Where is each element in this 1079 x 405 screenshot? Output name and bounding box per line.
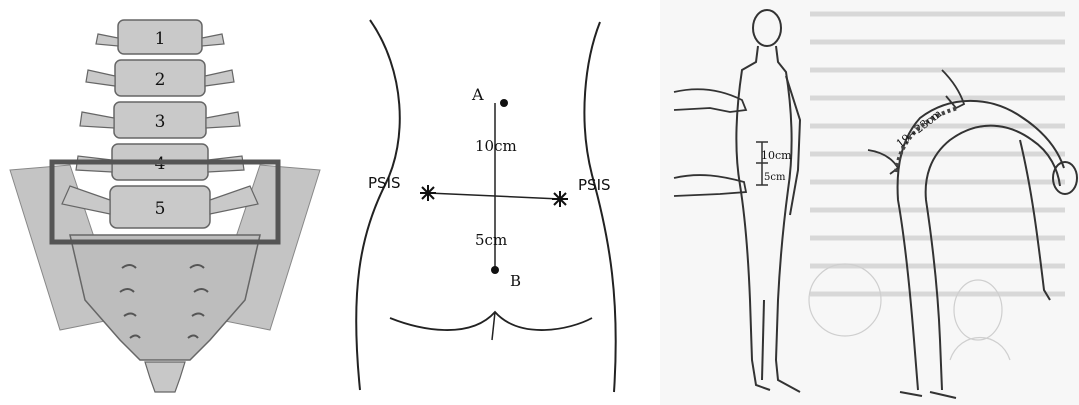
standing-figure [736, 10, 800, 392]
right-psis-label: PSIS [578, 176, 611, 194]
vertebra-label-l2: 2 [155, 70, 166, 90]
flexion-range-label: 19~23cm [894, 107, 945, 151]
left-psis-marker [420, 185, 436, 201]
lower-back-drawing: A B PSIS PSIS 10cm 5cm [330, 0, 660, 405]
point-a-marker [500, 99, 508, 107]
psis-line [428, 193, 560, 199]
standing-lower-distance: 5cm [764, 172, 786, 183]
point-b-label: B [510, 272, 521, 290]
coccyx [145, 362, 185, 392]
left-psis-label: PSIS [368, 174, 401, 192]
point-b-marker [491, 266, 499, 274]
standing-upper-distance: 10cm [761, 149, 792, 162]
point-a-label: A [471, 85, 484, 104]
schober-test-figure: 10cm 5cm 19~23cm [660, 0, 1079, 405]
vertebra-label-l1: 1 [155, 29, 166, 49]
buttock-contour [390, 312, 592, 330]
flexion-figure-drawing: 10cm 5cm 19~23cm [660, 0, 1079, 405]
lumbar-spine-illustration: 1 2 3 4 5 [0, 0, 330, 405]
left-body-contour [356, 20, 400, 390]
upper-distance-label: 10cm [475, 137, 517, 155]
lower-back-landmarks-diagram: A B PSIS PSIS 10cm 5cm [330, 0, 660, 405]
vertebra-label-l5: 5 [155, 199, 166, 219]
flexed-figure [898, 101, 1077, 398]
right-body-contour [584, 22, 615, 392]
background-sketches [809, 264, 1010, 360]
lumbar-spine-drawing: 1 2 3 4 5 [0, 0, 330, 405]
vertebra-label-l3: 3 [155, 112, 166, 132]
right-psis-marker [552, 191, 568, 207]
examiner-hands [674, 89, 746, 196]
lower-distance-label: 5cm [475, 231, 507, 249]
sacrum [70, 235, 260, 360]
